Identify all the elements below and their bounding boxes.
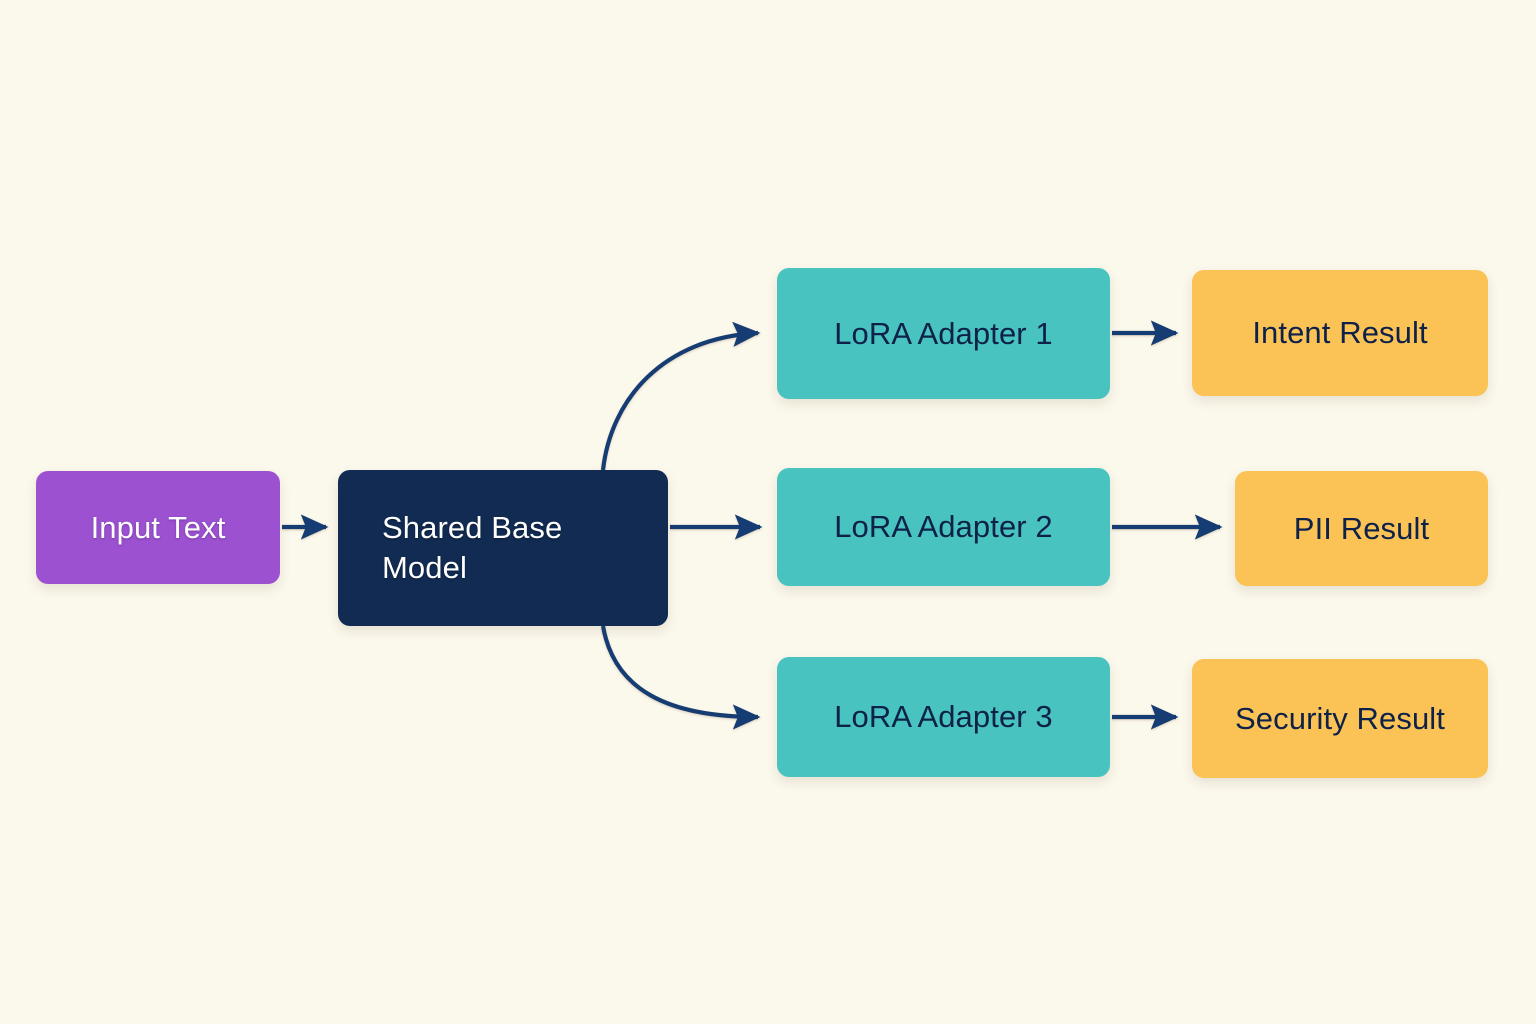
node-intent-result[interactable]: Intent Result [1192, 270, 1488, 396]
node-lora-adapter-2-label: LoRA Adapter 2 [834, 509, 1053, 545]
node-security-result[interactable]: Security Result [1192, 659, 1488, 778]
node-pii-result[interactable]: PII Result [1235, 471, 1488, 586]
edge-base-to-adapter-3 [600, 625, 761, 730]
node-lora-adapter-2[interactable]: LoRA Adapter 2 [777, 468, 1110, 586]
node-intent-result-label: Intent Result [1252, 315, 1428, 351]
edge-base-to-adapter-1 [600, 321, 761, 471]
node-lora-adapter-3[interactable]: LoRA Adapter 3 [777, 657, 1110, 777]
node-security-result-label: Security Result [1235, 700, 1445, 736]
node-shared-base-model[interactable]: Shared Base Model [338, 470, 668, 626]
node-input-text[interactable]: Input Text [36, 471, 280, 584]
node-lora-adapter-1-label: LoRA Adapter 1 [834, 315, 1053, 351]
node-lora-adapter-3-label: LoRA Adapter 3 [834, 699, 1053, 735]
node-pii-result-label: PII Result [1293, 510, 1430, 546]
node-shared-base-model-label: Shared Base Model [382, 510, 563, 585]
node-input-text-label: Input Text [90, 509, 226, 545]
node-lora-adapter-1[interactable]: LoRA Adapter 1 [777, 268, 1110, 399]
